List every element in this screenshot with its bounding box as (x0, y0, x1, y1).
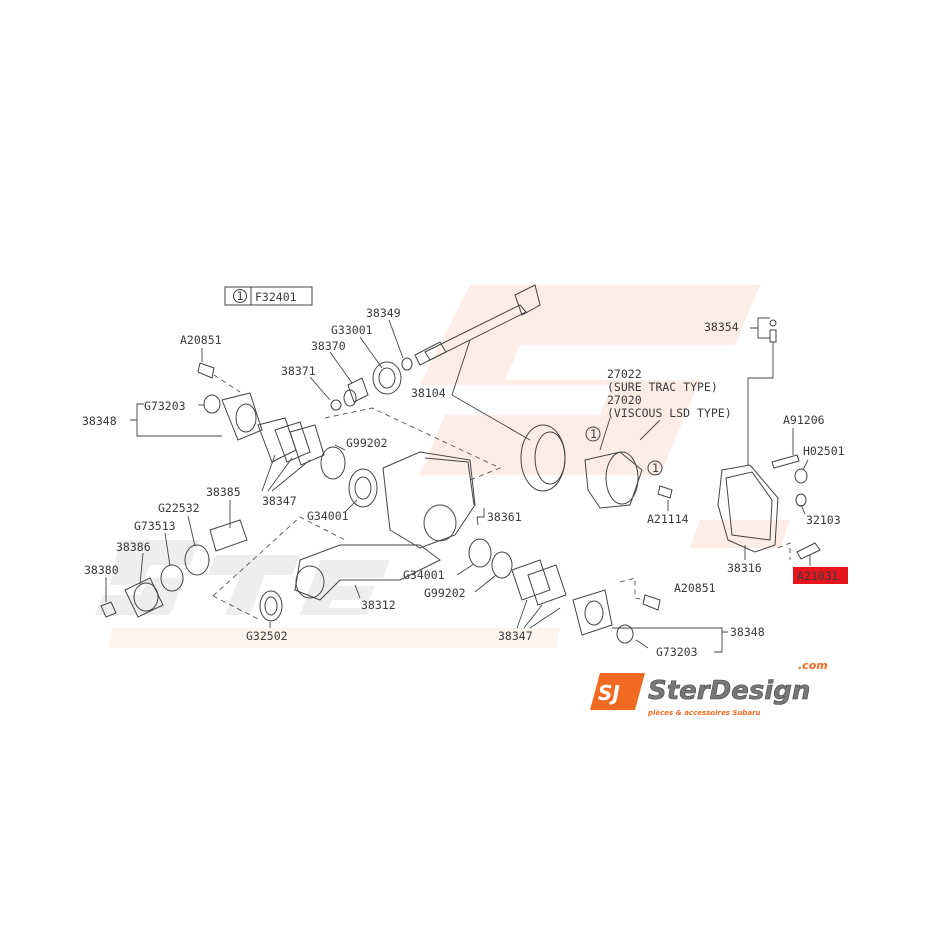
ring-38349 (401, 357, 413, 371)
note-symbol: 1 (237, 289, 244, 303)
label-38312: 38312 (361, 598, 396, 612)
logo-mark-text: SJ (598, 681, 620, 705)
bolt-a20851-left (197, 362, 215, 379)
bearing-g34001-left (348, 468, 378, 508)
circle-ref-2: 1 (652, 461, 659, 475)
label-a21114: A21114 (647, 512, 689, 526)
label-g99202-right: G99202 (424, 586, 466, 600)
seal-g73203-right (616, 624, 634, 644)
label-g34001-left: G34001 (307, 509, 349, 523)
label-g33001: G33001 (331, 323, 373, 337)
flange-38386 (124, 577, 164, 618)
note-code: F32401 (255, 290, 297, 304)
label-38104: 38104 (411, 386, 446, 400)
label-38361: 38361 (487, 510, 522, 524)
watermark-name-shape (95, 540, 200, 615)
label-g73203-right: G73203 (656, 645, 698, 659)
label-38348-right: 38348 (730, 625, 765, 639)
pinion-shaft (424, 304, 527, 361)
label-g73203-left: G73203 (144, 399, 186, 413)
shim-38347-right (511, 559, 551, 601)
watermark-tagline-shape (108, 628, 560, 648)
logo-mark (590, 673, 645, 710)
watermark-logo-mark (420, 285, 760, 475)
label-38354: 38354 (704, 320, 739, 334)
circle-ref-1: 1 (590, 427, 597, 441)
housing-38361 (382, 451, 476, 549)
bearing-g33001 (372, 361, 402, 395)
plug-h02501 (794, 468, 808, 484)
sterdesign-logo: SJ .com SterDesign pièces & accessoires … (590, 659, 828, 717)
label-38347-left: 38347 (262, 494, 297, 508)
flange-38348-right (572, 589, 613, 636)
crossmember-38312 (294, 544, 441, 601)
plug-32103 (795, 493, 807, 507)
oring-g99202-left (320, 446, 346, 480)
label-38370: 38370 (311, 339, 346, 353)
bolt-a20851-right (642, 594, 661, 611)
label-27020: 27020 (607, 393, 642, 407)
label-32103: 32103 (806, 513, 841, 527)
label-38347-right: 38347 (498, 629, 533, 643)
logo-name: SterDesign (648, 676, 810, 706)
label-h02501: H02501 (803, 444, 845, 458)
oring-g99202-right (491, 551, 513, 579)
bolt-a21031 (796, 542, 821, 560)
flange-38348-left (221, 392, 263, 441)
label-a21031[interactable]: A21031 (797, 569, 839, 583)
leader-lines (105, 317, 811, 653)
label-38371: 38371 (281, 364, 316, 378)
nut-38380 (100, 601, 117, 618)
label-g34001-right: G34001 (403, 568, 445, 582)
rear-cover-38316 (717, 464, 779, 553)
label-27022: 27022 (607, 367, 642, 381)
breather-38354 (769, 319, 777, 327)
spacer-38370 (347, 377, 369, 403)
bearing-g32502 (259, 590, 283, 622)
label-viscous: (VISCOUS LSD TYPE) (607, 406, 732, 420)
bearing-g22532 (184, 544, 210, 576)
label-38349: 38349 (366, 306, 401, 320)
watermark (95, 285, 790, 648)
label-38316: 38316 (727, 561, 762, 575)
watermark-suffix-shape (690, 520, 790, 548)
note-box: 1 F32401 (224, 286, 313, 306)
label-sure-trac: (SURE TRAC TYPE) (607, 380, 718, 394)
logo-suffix: .com (798, 659, 828, 672)
label-38385: 38385 (206, 485, 241, 499)
label-38348-left: 38348 (82, 414, 117, 428)
label-a91206: A91206 (783, 413, 825, 427)
bolt-a21114 (657, 485, 673, 499)
label-g22532: G22532 (158, 501, 200, 515)
label-38386: 38386 (116, 540, 151, 554)
label-g32502: G32502 (246, 629, 288, 643)
logo-tagline: pièces & accessoires Subaru (647, 709, 761, 717)
stud-a91206 (771, 454, 800, 469)
washer-38371 (330, 399, 342, 411)
label-g99202-left: G99202 (346, 436, 388, 450)
bearing-g34001-right (468, 538, 492, 568)
label-a20851-left: A20851 (180, 333, 222, 347)
label-a20851-right: A20851 (674, 581, 716, 595)
seal-g73513 (160, 564, 184, 592)
seal-g73203-left (203, 394, 221, 414)
tube-38385 (209, 519, 248, 552)
label-38380: 38380 (84, 563, 119, 577)
part-labels: 38349 G33001 38370 38371 A20851 38104 G7… (82, 306, 848, 659)
label-g73513: G73513 (134, 519, 176, 533)
highlight-a21031 (793, 567, 848, 584)
